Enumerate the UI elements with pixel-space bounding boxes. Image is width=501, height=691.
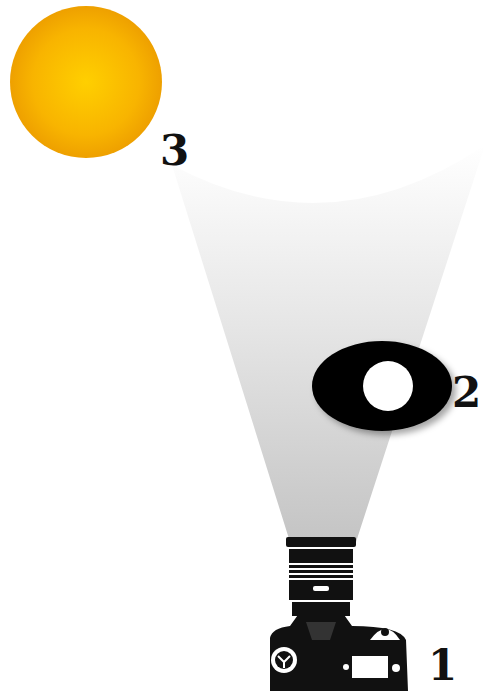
sun xyxy=(10,6,162,158)
callout-number: 1 xyxy=(428,645,457,687)
callout-number: 3 xyxy=(160,130,189,172)
subject xyxy=(312,341,452,431)
camera xyxy=(270,537,408,691)
view-cone xyxy=(172,145,485,542)
callout-number: 2 xyxy=(452,372,481,414)
